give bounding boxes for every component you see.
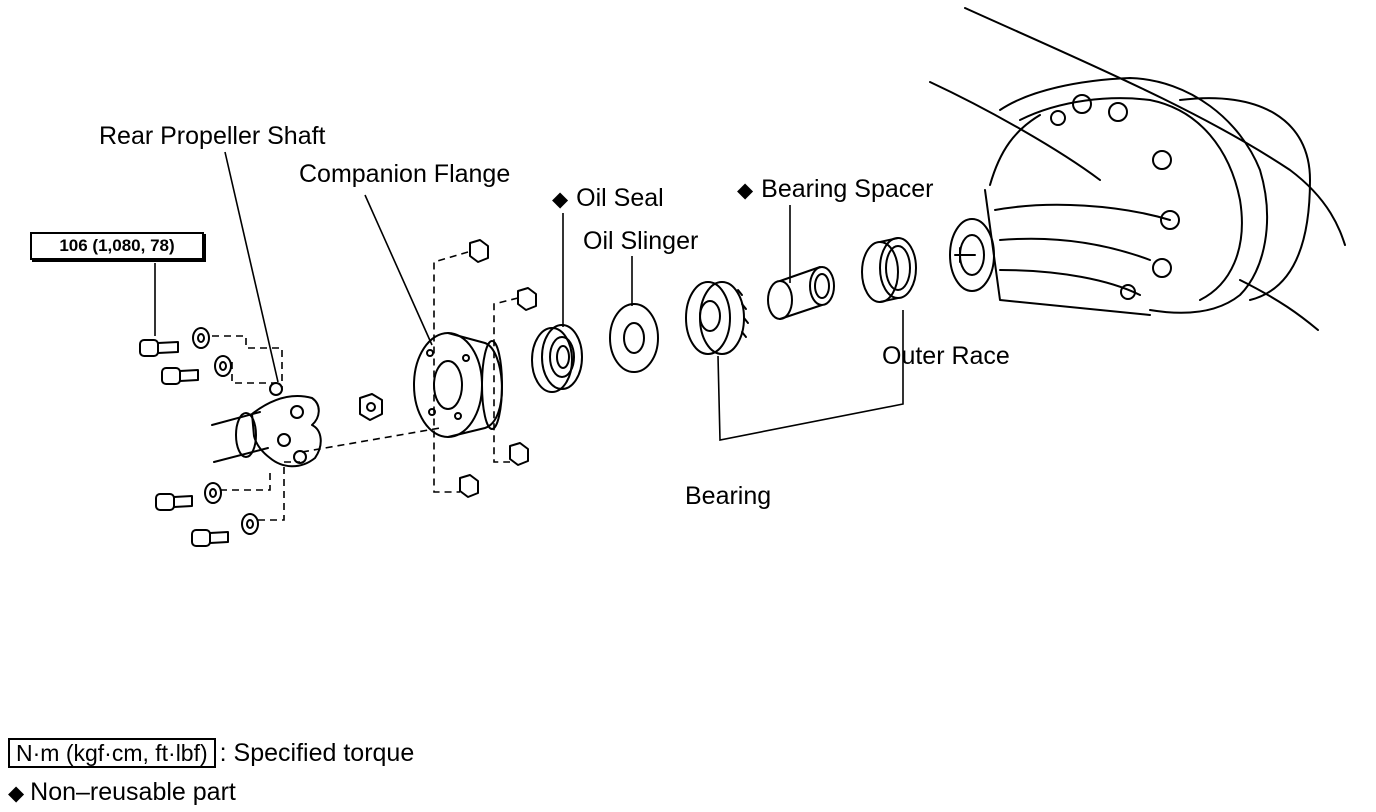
outer-race — [861, 237, 917, 303]
bearing — [685, 281, 749, 355]
label-bearing-spacer-group: ◆ Bearing Spacer — [737, 175, 933, 205]
bearing-spacer — [767, 266, 835, 320]
non-reusable-marker: ◆ — [8, 782, 25, 805]
rear-propeller-shaft — [211, 382, 322, 468]
legend-non-reusable-text: Non–reusable part — [30, 778, 236, 806]
label-oil-seal: Oil Seal — [576, 184, 664, 212]
torque-spec-box: 106 (1,080, 78) — [30, 232, 204, 260]
label-rear-propeller-shaft: Rear Propeller Shaft — [99, 122, 326, 150]
non-reusable-marker: ◆ — [552, 188, 569, 211]
legend-torque-unit: N·m (kgf·cm, ft·lbf) — [8, 738, 216, 768]
label-outer-race: Outer Race — [882, 342, 1010, 370]
differential-carrier — [929, 7, 1346, 331]
companion-flange — [413, 239, 537, 498]
oil-seal — [531, 324, 583, 393]
legend-non-reusable: ◆Non–reusable part — [8, 778, 236, 808]
legend-torque-text: : Specified torque — [219, 739, 415, 767]
assembly-dashed-lines — [212, 251, 519, 521]
non-reusable-marker: ◆ — [737, 179, 754, 202]
label-bearing: Bearing — [685, 482, 772, 510]
label-bearing-spacer: Bearing Spacer — [761, 175, 934, 203]
leader-lines — [154, 151, 904, 441]
flange-bolts-left — [139, 327, 383, 547]
label-companion-flange: Companion Flange — [299, 160, 511, 188]
oil-slinger — [609, 303, 659, 373]
label-oil-slinger: Oil Slinger — [583, 227, 699, 255]
label-oil-seal-group: ◆ Oil Seal — [552, 184, 664, 214]
legend-torque: N·m (kgf·cm, ft·lbf): Specified torque — [8, 738, 414, 768]
